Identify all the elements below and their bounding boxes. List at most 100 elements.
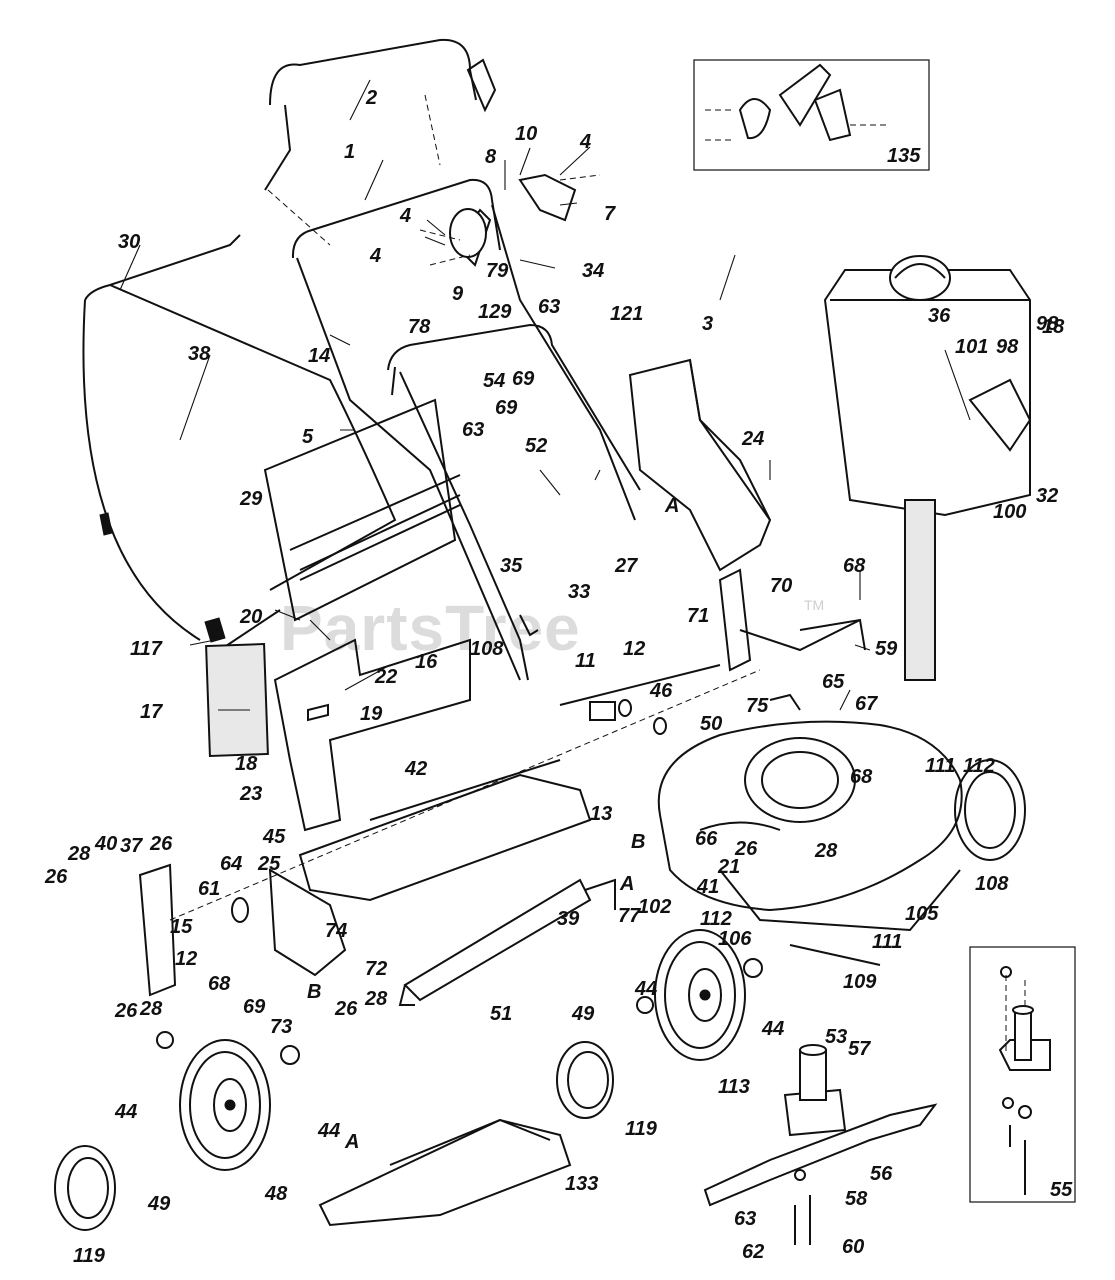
callout-39: 39 [557,908,580,930]
inset-55-label: 55 [1050,1179,1073,1201]
callout-65: 65 [822,671,845,693]
inset-55 [969,946,1076,1203]
callout-48: 48 [264,1183,288,1205]
axle-rod [559,664,721,706]
callout-101: 101 [955,336,988,358]
inset-135 [693,59,930,171]
callout-30: 30 [118,231,140,253]
callout-15: 15 [170,916,193,938]
callout-112b: 112 [700,908,732,930]
callout-34: 34 [582,260,604,282]
mower-deck [657,720,963,932]
callout-79: 79 [486,260,509,282]
callout-18b: 18 [235,753,258,775]
callout-63c: 63 [734,1208,756,1230]
callout-52: 52 [525,435,547,457]
callout-117: 117 [130,638,163,660]
callout-62: 62 [742,1241,764,1263]
blade-bolts [794,1195,811,1245]
rear-hinge [273,638,471,832]
front-wheel [654,929,746,1061]
callout-49a: 49 [147,1193,171,1215]
rear-wheel [179,1039,271,1171]
callout-36: 36 [928,305,951,327]
front-hubcap [556,1041,614,1119]
callout-10: 10 [515,123,537,145]
callout-29: 29 [239,488,263,510]
callout-72: 72 [365,958,387,980]
callout-17: 17 [140,701,163,723]
callout-68a: 68 [843,555,866,577]
callout-133: 133 [565,1173,598,1195]
callout-42: 42 [404,758,427,780]
callout-40: 40 [94,833,117,855]
leader-lines [119,79,971,711]
callout-4b: 4 [399,205,411,227]
callout-64: 64 [220,853,242,875]
callout-46: 46 [649,680,673,702]
callout-70: 70 [770,575,792,597]
callout-98b: 98 [996,336,1019,358]
callout-37: 37 [120,835,143,857]
callout-44d: 44 [761,1018,784,1040]
callout-111b: 111 [872,931,902,953]
ref-letter-b-lever: B [307,981,321,1003]
callout-labels: 1 2 3 4 4 4 5 7 8 9 10 11 12 12 13 14 15… [44,87,1065,1267]
callout-28b: 28 [139,998,163,1020]
height-lever [268,868,347,977]
callout-63b: 63 [462,419,484,441]
callout-57: 57 [848,1038,871,1060]
callout-112a: 112 [963,755,995,777]
callout-41: 41 [696,876,719,898]
rear-hubcap [54,1145,116,1231]
callout-100: 100 [993,501,1026,523]
discharge-cover [318,1118,572,1227]
blade [703,1103,938,1207]
callout-50: 50 [700,713,722,735]
callout-26d: 26 [334,998,358,1020]
callout-75: 75 [746,695,769,717]
callout-111a: 111 [925,755,955,777]
callout-53: 53 [825,1026,847,1048]
hardware-pieces [156,568,881,1065]
callout-66: 66 [695,828,718,850]
callout-119b: 119 [625,1118,658,1140]
callout-38: 38 [188,343,211,365]
callout-2: 2 [365,87,377,109]
rear-right-wheel [954,759,1026,861]
callout-35: 35 [500,555,523,577]
middle-handle [291,178,636,681]
callout-26c: 26 [114,1000,138,1022]
callout-32: 32 [1036,485,1058,507]
callout-108b: 108 [975,873,1009,895]
callout-74: 74 [325,920,347,942]
callout-26e: 26 [734,838,758,860]
ref-letter-a-chute: A [664,495,679,517]
callout-21: 21 [717,856,740,878]
callout-67: 67 [855,693,878,715]
callout-69c: 69 [243,996,266,1018]
callout-23: 23 [239,783,262,805]
ref-letter-b-deck: B [631,831,645,853]
rear-flap [398,878,592,1006]
callout-4c: 4 [369,245,381,267]
callout-28c: 28 [364,988,388,1010]
callout-108a: 108 [470,638,504,660]
callout-61: 61 [198,878,220,900]
callout-78: 78 [408,316,431,338]
callout-73: 73 [270,1016,292,1038]
callout-20: 20 [239,606,262,628]
callout-11: 11 [575,650,596,672]
callout-44b: 44 [317,1120,340,1142]
callout-54: 54 [483,370,505,392]
callout-16: 16 [415,651,438,673]
callout-9: 9 [452,283,464,305]
callout-12a: 12 [623,638,645,660]
callout-12b: 12 [175,948,197,970]
engine [823,255,1032,681]
callout-121: 121 [610,303,643,325]
callout-113: 113 [718,1076,750,1098]
callout-58: 58 [845,1188,868,1210]
callout-105: 105 [905,903,939,925]
callout-69b: 69 [495,397,518,419]
